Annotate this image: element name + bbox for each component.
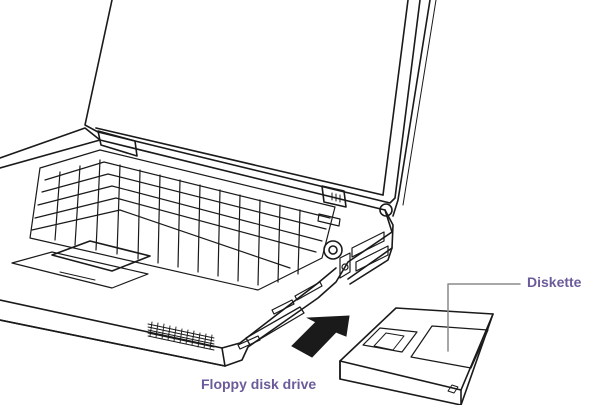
keyboard — [30, 150, 335, 290]
floppy-drive-bay — [246, 307, 304, 345]
diskette-label: Diskette — [527, 274, 581, 290]
laptop-lid — [85, 0, 436, 216]
touchpad — [52, 241, 150, 271]
insert-arrow-icon — [292, 316, 349, 357]
diskette — [340, 308, 493, 405]
speaker-grille — [148, 322, 214, 350]
touchpad-buttons — [12, 252, 148, 288]
right-hinge — [322, 186, 346, 207]
floppy-drive-label: Floppy disk drive — [201, 376, 316, 392]
power-button — [324, 241, 342, 259]
